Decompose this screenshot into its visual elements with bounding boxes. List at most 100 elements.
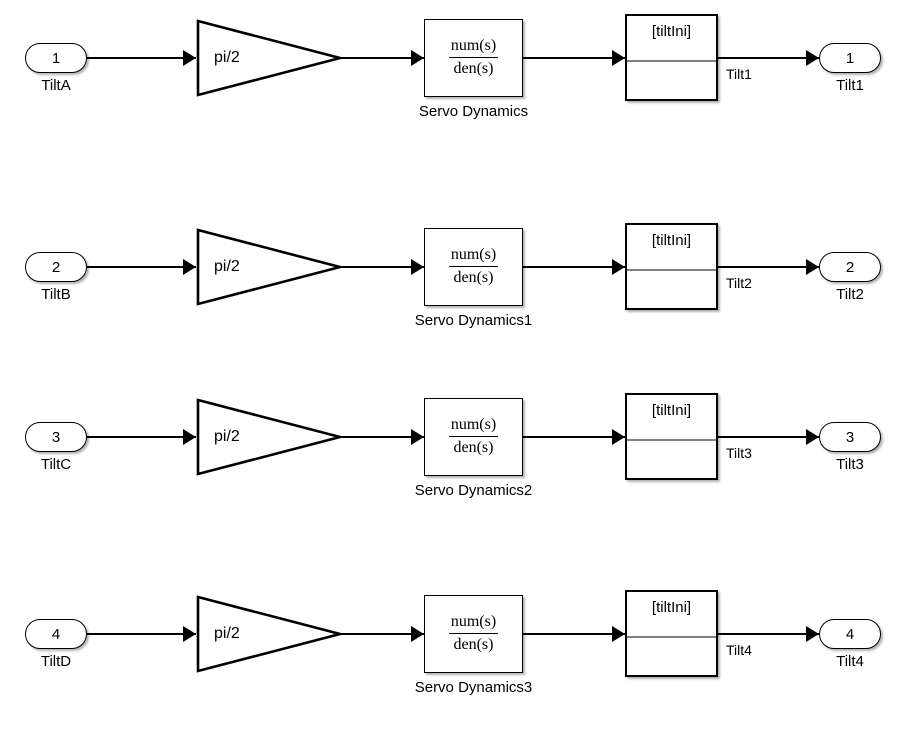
transfer-function-label-2: Servo Dynamics1 — [414, 312, 533, 329]
arrowhead-tf-input-4 — [411, 626, 424, 642]
gain-block-4[interactable]: pi/2 — [196, 595, 346, 673]
signal-label-1: Tilt1 — [726, 66, 752, 82]
transfer-function-block-3[interactable]: num(s) den(s) — [424, 398, 523, 476]
transfer-function-block-2[interactable]: num(s) den(s) — [424, 228, 523, 306]
inport-block-3[interactable]: 3 — [25, 422, 87, 452]
initial-condition-divider — [627, 439, 716, 441]
arrowhead-tf-input-1 — [411, 50, 424, 66]
inport-label-4: TiltD — [40, 653, 72, 670]
initial-condition-value-3: [tiltIni] — [651, 402, 692, 419]
arrowhead-ic-input-1 — [612, 50, 625, 66]
arrowhead-outport-input-4 — [806, 626, 819, 642]
transfer-function-label-1: Servo Dynamics — [418, 103, 529, 120]
inport-label-1: TiltA — [41, 77, 71, 94]
wire-tf-to-ic-2 — [523, 266, 625, 268]
wire-gain-to-tf-1 — [338, 57, 424, 59]
inport-number: 1 — [51, 49, 61, 67]
tf-denominator: den(s) — [453, 269, 494, 287]
wire-tf-to-ic-3 — [523, 436, 625, 438]
arrowhead-outport-input-3 — [806, 429, 819, 445]
arrowhead-gain-input-4 — [183, 626, 196, 642]
arrowhead-gain-input-2 — [183, 259, 196, 275]
inport-number: 3 — [51, 428, 61, 446]
initial-condition-divider — [627, 60, 716, 62]
outport-label-2: Tilt2 — [836, 286, 864, 303]
outport-number: 2 — [845, 258, 855, 276]
tf-fraction-bar — [448, 632, 499, 635]
signal-label-3: Tilt3 — [726, 445, 752, 461]
signal-label-4: Tilt4 — [726, 642, 752, 658]
wire-inport-to-gain-2 — [87, 266, 196, 268]
tf-fraction-bar — [448, 56, 499, 59]
initial-condition-block-3[interactable]: [tiltIni] — [625, 393, 718, 480]
inport-number: 4 — [51, 625, 61, 643]
inport-label-2: TiltB — [41, 286, 71, 303]
gain-block-1[interactable]: pi/2 — [196, 19, 346, 97]
outport-label-3: Tilt3 — [836, 456, 864, 473]
initial-condition-block-1[interactable]: [tiltIni] — [625, 14, 718, 101]
inport-block-1[interactable]: 1 — [25, 43, 87, 73]
initial-condition-value-4: [tiltIni] — [651, 599, 692, 616]
wire-tf-to-ic-1 — [523, 57, 625, 59]
wire-ic-to-outport-2 — [718, 266, 819, 268]
tf-denominator: den(s) — [453, 60, 494, 78]
inport-label-3: TiltC — [40, 456, 72, 473]
tf-numerator: num(s) — [450, 246, 497, 264]
transfer-function-fraction: num(s) den(s) — [448, 416, 499, 457]
initial-condition-value-1: [tiltIni] — [651, 23, 692, 40]
transfer-function-block-1[interactable]: num(s) den(s) — [424, 19, 523, 97]
tf-fraction-bar — [448, 435, 499, 438]
outport-label-4: Tilt4 — [836, 653, 864, 670]
initial-condition-block-2[interactable]: [tiltIni] — [625, 223, 718, 310]
arrowhead-ic-input-3 — [612, 429, 625, 445]
wire-tf-to-ic-4 — [523, 633, 625, 635]
initial-condition-divider — [627, 636, 716, 638]
arrowhead-tf-input-3 — [411, 429, 424, 445]
tf-numerator: num(s) — [450, 37, 497, 55]
wire-gain-to-tf-2 — [338, 266, 424, 268]
wire-gain-to-tf-4 — [338, 633, 424, 635]
arrowhead-ic-input-2 — [612, 259, 625, 275]
transfer-function-label-4: Servo Dynamics3 — [414, 679, 533, 696]
inport-number: 2 — [51, 258, 61, 276]
wire-ic-to-outport-1 — [718, 57, 819, 59]
wire-inport-to-gain-1 — [87, 57, 196, 59]
arrowhead-ic-input-4 — [612, 626, 625, 642]
transfer-function-label-3: Servo Dynamics2 — [414, 482, 533, 499]
arrowhead-gain-input-1 — [183, 50, 196, 66]
tf-denominator: den(s) — [453, 636, 494, 654]
initial-condition-block-4[interactable]: [tiltIni] — [625, 590, 718, 677]
initial-condition-value-2: [tiltIni] — [651, 232, 692, 249]
outport-block-4[interactable]: 4 — [819, 619, 881, 649]
wire-inport-to-gain-3 — [87, 436, 196, 438]
arrowhead-outport-input-2 — [806, 259, 819, 275]
wire-gain-to-tf-3 — [338, 436, 424, 438]
outport-block-1[interactable]: 1 — [819, 43, 881, 73]
outport-number: 1 — [845, 49, 855, 67]
outport-block-2[interactable]: 2 — [819, 252, 881, 282]
outport-label-1: Tilt1 — [836, 77, 864, 94]
inport-block-4[interactable]: 4 — [25, 619, 87, 649]
transfer-function-fraction: num(s) den(s) — [448, 37, 499, 78]
arrowhead-gain-input-3 — [183, 429, 196, 445]
wire-ic-to-outport-4 — [718, 633, 819, 635]
signal-label-2: Tilt2 — [726, 275, 752, 291]
gain-block-3[interactable]: pi/2 — [196, 398, 346, 476]
inport-block-2[interactable]: 2 — [25, 252, 87, 282]
initial-condition-divider — [627, 269, 716, 271]
tf-fraction-bar — [448, 265, 499, 268]
tf-numerator: num(s) — [450, 416, 497, 434]
tf-denominator: den(s) — [453, 439, 494, 457]
tf-numerator: num(s) — [450, 613, 497, 631]
transfer-function-fraction: num(s) den(s) — [448, 246, 499, 287]
gain-block-2[interactable]: pi/2 — [196, 228, 346, 306]
outport-number: 3 — [845, 428, 855, 446]
arrowhead-outport-input-1 — [806, 50, 819, 66]
outport-block-3[interactable]: 3 — [819, 422, 881, 452]
arrowhead-tf-input-2 — [411, 259, 424, 275]
wire-inport-to-gain-4 — [87, 633, 196, 635]
transfer-function-block-4[interactable]: num(s) den(s) — [424, 595, 523, 673]
transfer-function-fraction: num(s) den(s) — [448, 613, 499, 654]
outport-number: 4 — [845, 625, 855, 643]
